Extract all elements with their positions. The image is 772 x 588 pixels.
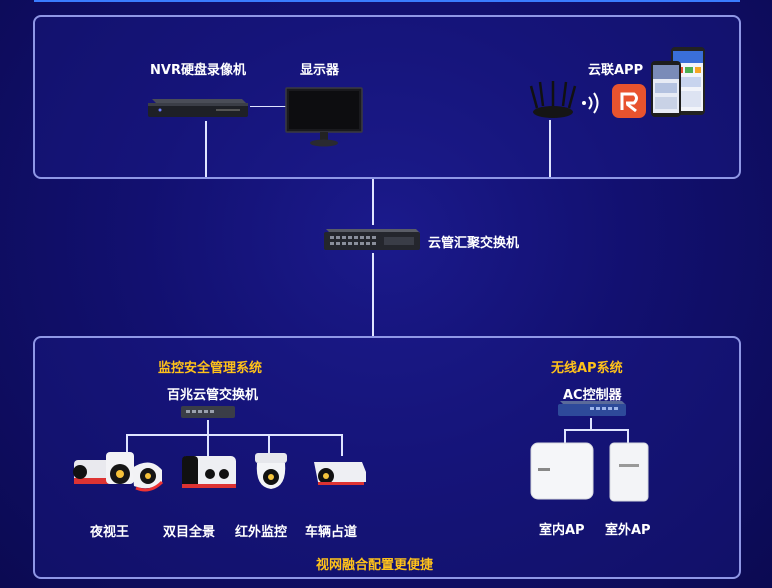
night-vision-camera-icon [73,452,164,492]
camera-drop-4 [341,434,343,456]
camera-bus-line [126,434,343,436]
ap-bus-line [564,429,629,431]
monitor-icon [285,87,363,147]
monitor-label: 显示器 [300,63,340,78]
top-accent-line [34,0,740,2]
ac-controller-icon [558,401,626,416]
aggregation-switch-icon [324,229,420,250]
wifi-router-icon [529,81,577,118]
router-down-line [549,120,551,177]
yunlian-app-icon [612,84,646,118]
vehicle-lane-camera-icon [314,462,366,485]
ap-drop-indoor [564,429,566,443]
nvr-monitor-link [250,106,288,107]
dual-panoramic-camera-icon [182,456,236,488]
switch-to-bottom-line [372,253,374,336]
camera-label-night-vision: 夜视王 [90,525,130,540]
smartphone-icon [651,47,705,117]
poe-switch-stem [207,420,209,435]
camera-label-panoramic: 双目全景 [163,525,216,540]
ac-controller-label: AC控制器 [563,388,622,403]
outdoor-ap-icon [609,442,649,502]
indoor-ap-label: 室内AP [539,523,585,538]
outdoor-ap-label: 室外AP [605,523,651,538]
nvr-label: NVR硬盘录像机 [150,63,246,78]
poe-switch-label: 百兆云管交换机 [167,388,259,403]
camera-label-vehicle: 车辆占道 [305,525,358,540]
surveillance-title: 监控安全管理系统 [158,361,263,376]
ap-drop-outdoor [627,429,629,443]
wireless-ap-title: 无线AP系统 [551,361,623,376]
camera-drop-3 [268,434,270,456]
ac-stem [590,418,592,430]
footer-slogan: 视网融合配置更便捷 [316,558,434,573]
aggregation-switch-label: 云管汇聚交换机 [428,236,520,251]
app-label: 云联APP [588,63,644,78]
nvr-down-line [205,121,207,177]
poe-switch-icon [181,406,235,418]
wireless-signal-icon [582,92,599,114]
nvr-recorder-icon [148,99,248,117]
indoor-ap-icon [530,442,594,500]
camera-drop-2 [207,434,209,456]
camera-label-infrared: 红外监控 [235,525,288,540]
camera-drop-1 [126,434,128,456]
infrared-dome-camera-icon [255,453,287,489]
top-to-switch-line [372,179,374,225]
